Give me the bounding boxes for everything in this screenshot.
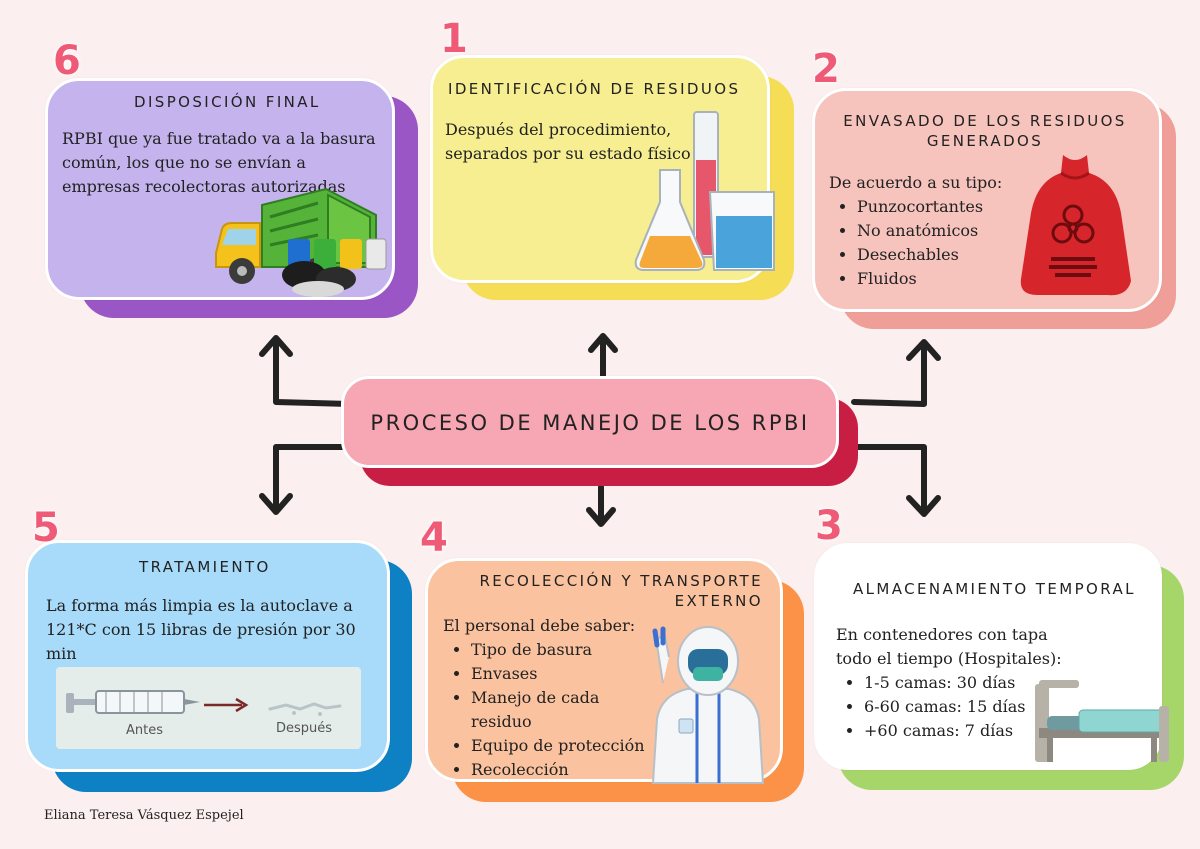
list-item: Desechables [857, 243, 1049, 267]
list-item: No anatómicos [857, 219, 1049, 243]
card-3-intro: En contenedores con tapa todo el tiempo … [836, 625, 1062, 668]
step-number-1: 1 [440, 16, 468, 62]
card-2-intro: De acuerdo a su tipo: [829, 173, 1003, 192]
list-item: 6-60 camas: 15 días [864, 695, 1066, 719]
list-item: Envases [471, 662, 653, 686]
card-4-title: Recolección y transporte externo [479, 572, 763, 610]
list-item: Tipo de basura [471, 638, 653, 662]
card-2-title: Envasado de los residuos generados [843, 112, 1127, 150]
card-identificacion: Identificación de residuos Después del p… [430, 55, 775, 283]
list-item: Equipo de protección [471, 734, 653, 758]
arrow-right-icon [204, 697, 249, 713]
card-4-intro: El personal debe saber: [443, 616, 636, 635]
list-item: 1-5 camas: 30 días [864, 671, 1066, 695]
card-tratamiento: Tratamiento La forma más limpia es la au… [25, 540, 390, 772]
after-label: Después [276, 721, 333, 736]
card-almacenamiento: Almacenamiento temporal En contenedores … [814, 543, 1169, 770]
debris-icon [268, 702, 342, 716]
card-recoleccion: Recolección y transporte externo El pers… [425, 558, 783, 784]
center-node: PROCESO DE MANEJO DE LOS RPBI [341, 376, 839, 468]
card-6-title: Disposición final [134, 93, 321, 111]
step-number-6: 6 [53, 38, 81, 84]
garbage-truck-icon [215, 187, 387, 297]
card-6-text: RPBI que ya fue tratado va a la basura c… [62, 129, 376, 196]
card-3-title: Almacenamiento temporal [853, 580, 1136, 598]
autoclave-illustration: Antes Después [56, 667, 361, 749]
card-5-text: La forma más limpia es la autoclave a 12… [46, 596, 356, 663]
card-disposicion-final: Disposición final RPBI que ya fue tratad… [45, 78, 395, 300]
syringe-icon [66, 690, 200, 714]
card-4-list: El personal debe saber: Tipo de basura E… [443, 614, 653, 782]
card-1-text: Después del procedimiento, separados por… [445, 120, 691, 163]
step-number-2: 2 [812, 46, 840, 92]
list-item: Recolección [471, 758, 653, 782]
list-item: +60 camas: 7 días [864, 719, 1066, 743]
list-item: Punzocortantes [857, 195, 1049, 219]
card-2-list: De acuerdo a su tipo: Punzocortantes No … [829, 171, 1049, 291]
hospital-bed-icon [1035, 680, 1169, 762]
list-item: Fluidos [857, 267, 1049, 291]
list-item: Manejo de cada residuo [471, 686, 653, 734]
hazmat-worker-icon [651, 626, 765, 784]
biohazard-bag-icon [1020, 155, 1131, 296]
card-envasado: Envasado de los residuos generados De ac… [812, 88, 1162, 312]
card-3-list: En contenedores con tapa todo el tiempo … [836, 623, 1066, 743]
step-number-3: 3 [815, 503, 843, 549]
before-label: Antes [126, 723, 164, 738]
lab-glassware-icon [634, 111, 775, 271]
step-number-4: 4 [420, 515, 448, 561]
card-1-title: Identificación de residuos [448, 80, 741, 98]
card-5-title: Tratamiento [139, 558, 271, 576]
author-credit: Eliana Teresa Vásquez Espejel [44, 808, 244, 823]
center-title: PROCESO DE MANEJO DE LOS RPBI [370, 411, 810, 435]
